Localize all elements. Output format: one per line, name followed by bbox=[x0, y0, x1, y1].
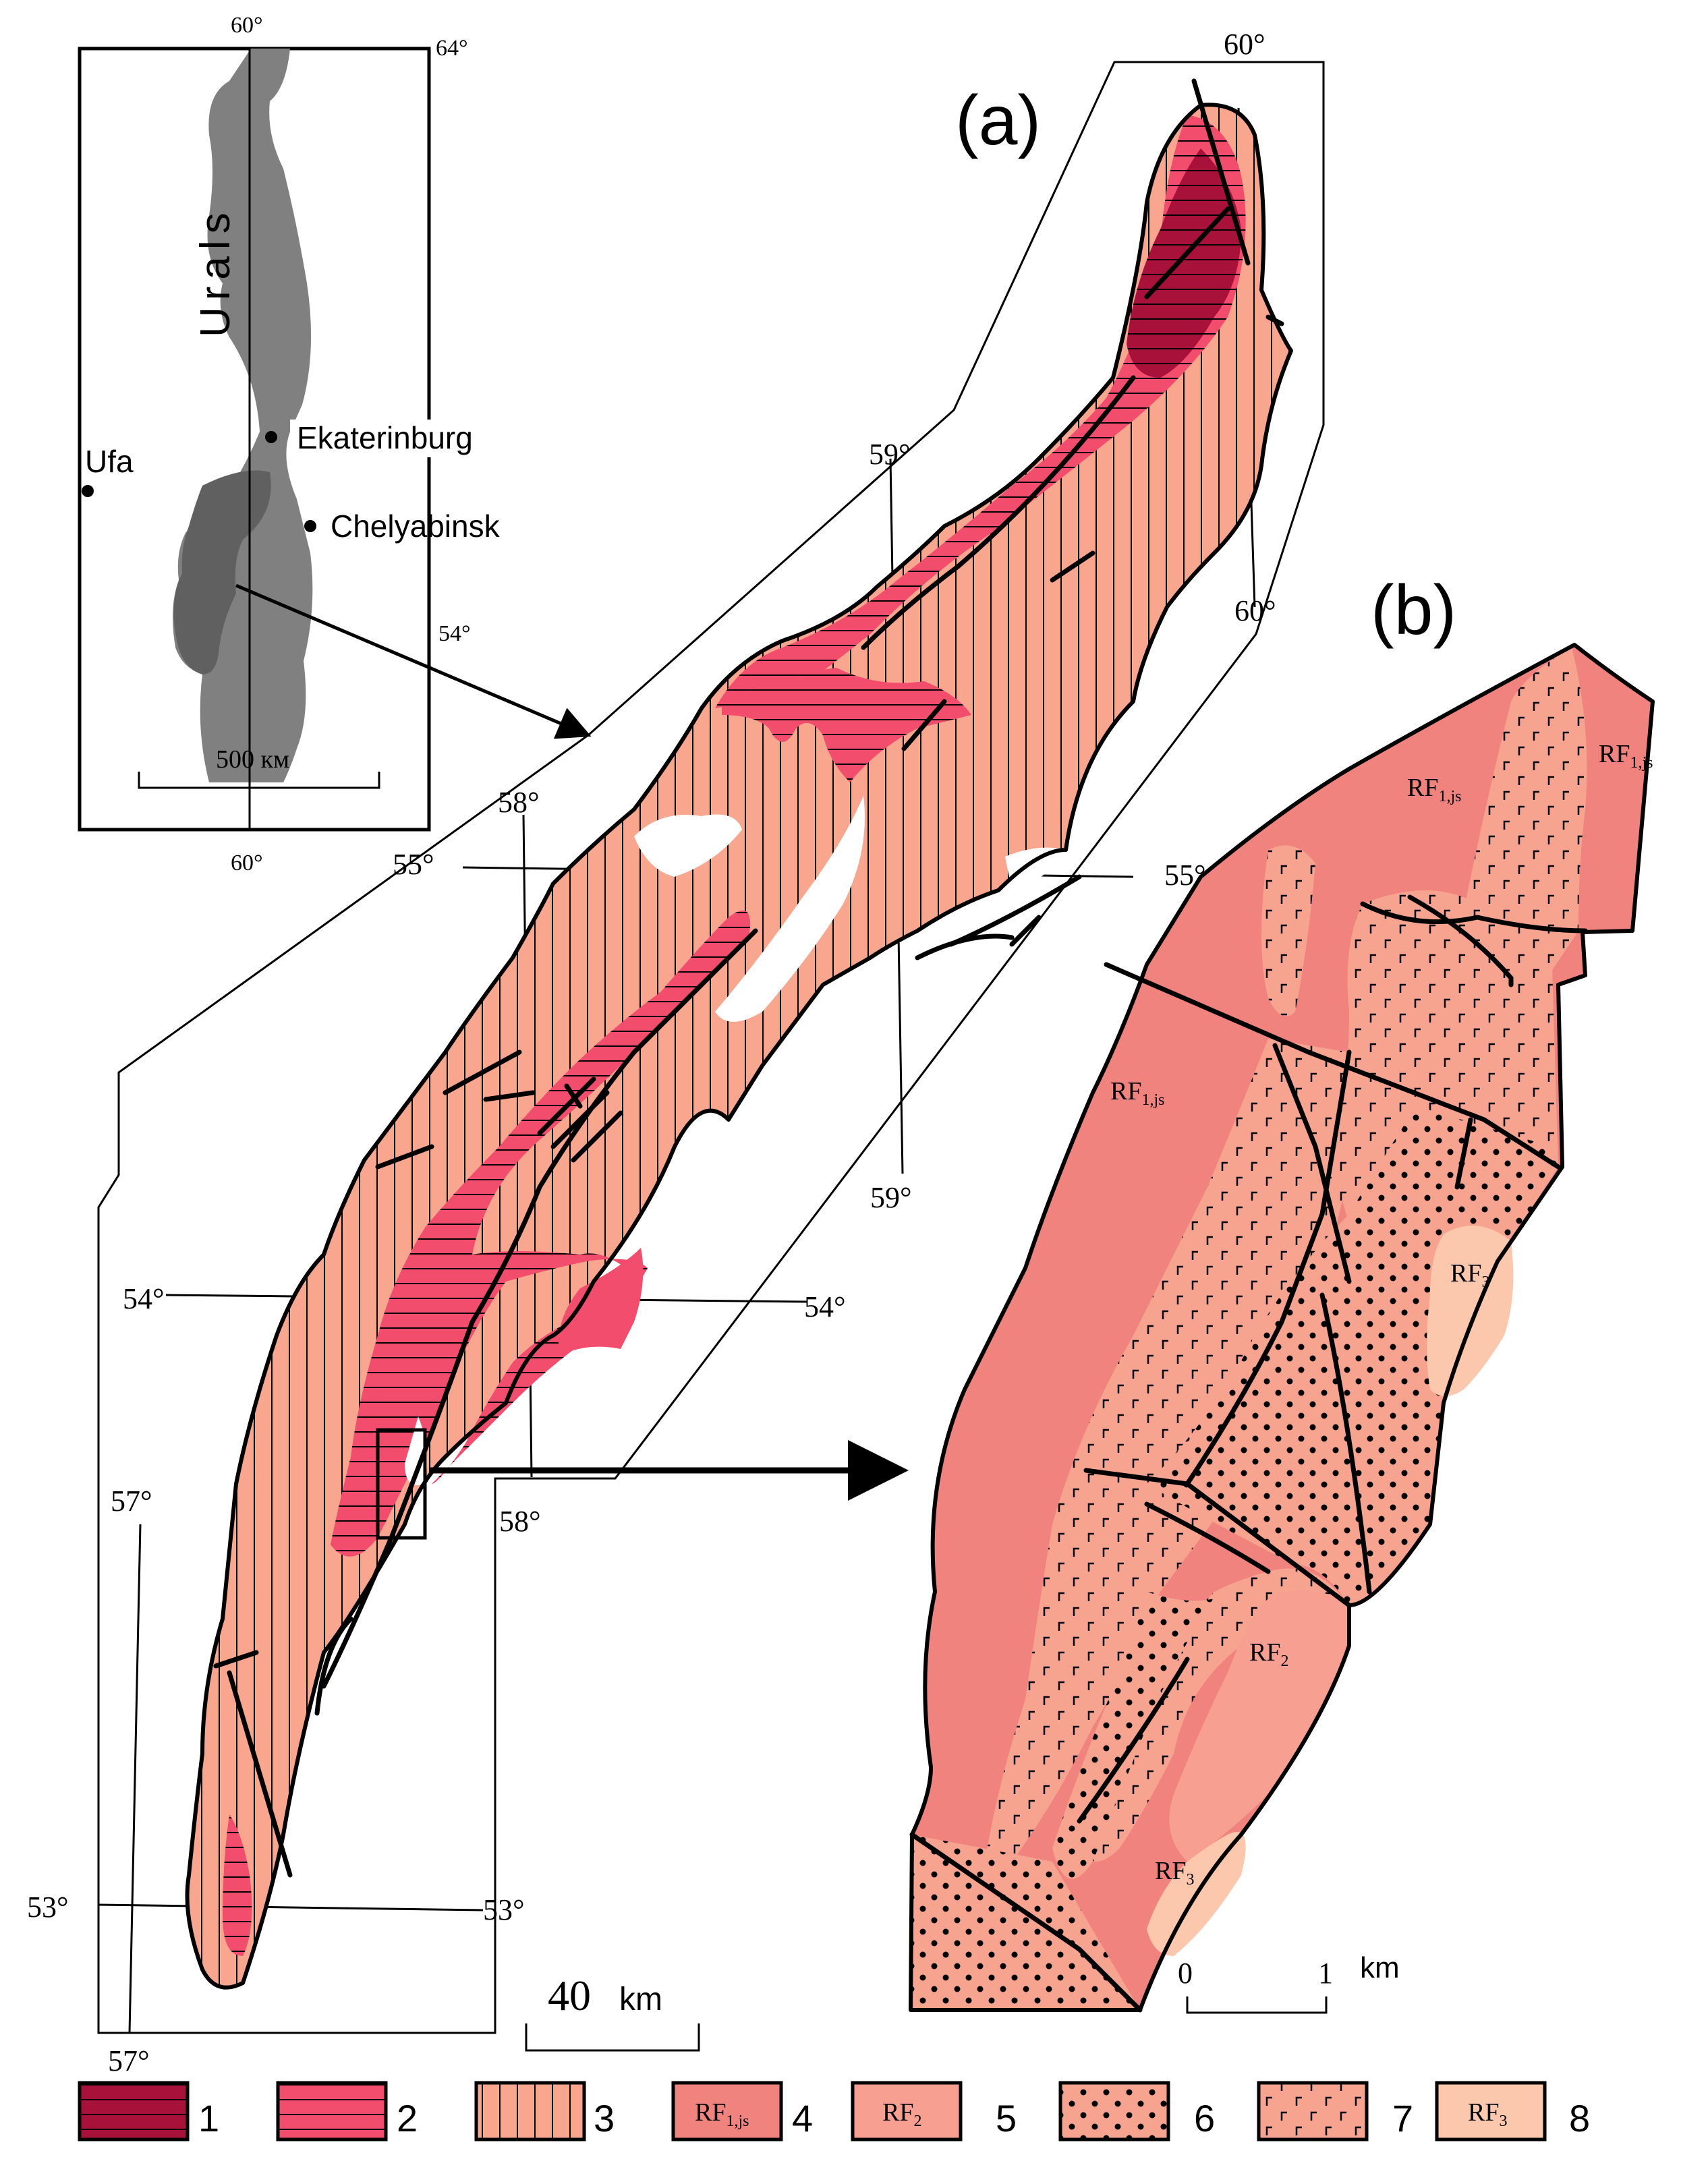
svg-text:5: 5 bbox=[996, 2097, 1017, 2139]
map-b-scale-bar bbox=[1186, 1996, 1328, 2014]
legend-item-8: RF3 8 bbox=[1435, 2081, 1590, 2141]
map-a: 60° 59° 60° 58° 55° 55° 59° 54° 54° 57° … bbox=[27, 28, 1325, 2077]
svg-text:RF3: RF3 bbox=[1468, 2098, 1507, 2130]
legend-item-2: 2 bbox=[276, 2081, 418, 2141]
map-a-unit2 bbox=[223, 115, 1246, 1956]
inset-lon-60-top: 60° bbox=[231, 13, 263, 38]
inset-to-map-arrow bbox=[235, 583, 592, 739]
map-a-scale-value: 40 bbox=[548, 1972, 591, 2019]
panel-label-a: (a) bbox=[955, 82, 1041, 160]
city-ekaterinburg: Ekaterinburg bbox=[297, 420, 473, 455]
coord-a-lat54-left: 54° bbox=[123, 1282, 165, 1315]
map-b-outline bbox=[909, 643, 1655, 2012]
city-chelyabinsk: Chelyabinsk bbox=[331, 509, 501, 544]
legend-item-5: RF2 5 bbox=[851, 2081, 1017, 2141]
svg-text:RF1,js: RF1,js bbox=[695, 2098, 749, 2130]
map-a-scale-unit: km bbox=[619, 1982, 662, 2017]
map-b-unit8-upper bbox=[1427, 1226, 1514, 1396]
legend-item-4: RF1,js 4 bbox=[671, 2081, 813, 2141]
rf3-label-a: RF3 bbox=[1450, 1259, 1489, 1291]
inset-lon-60-bottom: 60° bbox=[231, 851, 263, 875]
inset-scale-label: 500 км bbox=[216, 745, 289, 774]
map-a-scale-bar bbox=[525, 2023, 700, 2052]
coord-a-lon60-right: 60° bbox=[1234, 594, 1276, 627]
svg-text:1: 1 bbox=[198, 2097, 219, 2139]
coord-a-lat55-left: 55° bbox=[393, 848, 434, 881]
svg-text:8: 8 bbox=[1569, 2097, 1590, 2139]
svg-text:7: 7 bbox=[1392, 2097, 1413, 2139]
svg-text:4: 4 bbox=[792, 2097, 813, 2139]
rf1js-label-a: RF1,js bbox=[1407, 774, 1462, 805]
legend-item-1: 1 bbox=[78, 2081, 219, 2141]
inset-lat-54: 54° bbox=[438, 621, 471, 646]
svg-text:3: 3 bbox=[594, 2097, 615, 2139]
inset-study-area bbox=[173, 470, 271, 674]
map-b-scale-unit: km bbox=[1360, 1951, 1400, 1984]
inset-scale-bar bbox=[138, 772, 380, 789]
coord-a-lon58-upper: 58° bbox=[498, 786, 540, 819]
coord-a-lat59-upper: 59° bbox=[869, 438, 911, 471]
region-label-urals: Urals bbox=[192, 206, 239, 337]
map-a-gaps bbox=[405, 796, 1066, 1485]
legend-item-6: 6 bbox=[1058, 2081, 1215, 2141]
label-bg-ekaterinburg bbox=[290, 420, 536, 457]
map-a-frame bbox=[97, 61, 1325, 2034]
rf1js-label-c: RF1,js bbox=[1110, 1077, 1165, 1109]
legend-item-7: 7 bbox=[1257, 2081, 1413, 2141]
coord-a-lat53-left: 53° bbox=[27, 1891, 69, 1924]
legend: 1 2 3 RF1,js 4 RF2 5 bbox=[78, 2081, 1590, 2141]
coord-a-lon60-top: 60° bbox=[1224, 28, 1265, 61]
coord-a-lon57-bottom: 57° bbox=[108, 2044, 150, 2077]
city-dot-chelyabinsk bbox=[304, 520, 316, 532]
rf3-label-b: RF3 bbox=[1155, 1857, 1194, 1889]
map-b: RF1,js RF1,js RF1,js RF3 RF2 RF3 (b) 0 1… bbox=[909, 571, 1655, 2014]
svg-text:RF2: RF2 bbox=[882, 2098, 921, 2130]
inset-map: Ekaterinburg Ufa Chelyabinsk Urals 60° 6… bbox=[78, 13, 536, 875]
coord-a-lon58-lower: 58° bbox=[499, 1505, 541, 1538]
coord-a-lat54-right: 54° bbox=[804, 1290, 846, 1323]
coord-a-lon57-left: 57° bbox=[111, 1485, 152, 1518]
map-a-unit1-hatch bbox=[1127, 148, 1241, 378]
coord-a-lat59-lower: 59° bbox=[870, 1181, 912, 1214]
coord-a-lat53-right: 53° bbox=[483, 1893, 525, 1926]
city-dot-ekaterinburg bbox=[265, 431, 277, 443]
city-dot-ufa bbox=[82, 485, 94, 497]
map-a-outline bbox=[185, 103, 1293, 1990]
map-b-unit7 bbox=[985, 648, 1587, 1882]
inset-urals-landmass bbox=[173, 49, 313, 782]
panel-label-b: (b) bbox=[1371, 571, 1456, 650]
city-ufa: Ufa bbox=[85, 444, 134, 479]
map-b-scale-zero: 0 bbox=[1178, 1957, 1193, 1990]
svg-text:2: 2 bbox=[397, 2097, 418, 2139]
rf1js-label-b: RF1,js bbox=[1599, 740, 1653, 772]
map-a-unit3-hatch bbox=[187, 105, 1291, 1988]
map-b-unit5 bbox=[1169, 1590, 1349, 1862]
svg-text:6: 6 bbox=[1194, 2097, 1215, 2139]
map-b-unit-labels: RF1,js RF1,js RF1,js RF3 RF2 RF3 bbox=[1110, 740, 1653, 1889]
map-b-faults bbox=[909, 894, 1588, 2013]
legend-item-3: 3 bbox=[474, 2081, 615, 2141]
inset-lon-64-top: 64° bbox=[436, 36, 468, 61]
map-b-scale-one: 1 bbox=[1318, 1957, 1333, 1990]
map-a-faults bbox=[213, 78, 1284, 1878]
rf2-label: RF2 bbox=[1249, 1638, 1288, 1670]
